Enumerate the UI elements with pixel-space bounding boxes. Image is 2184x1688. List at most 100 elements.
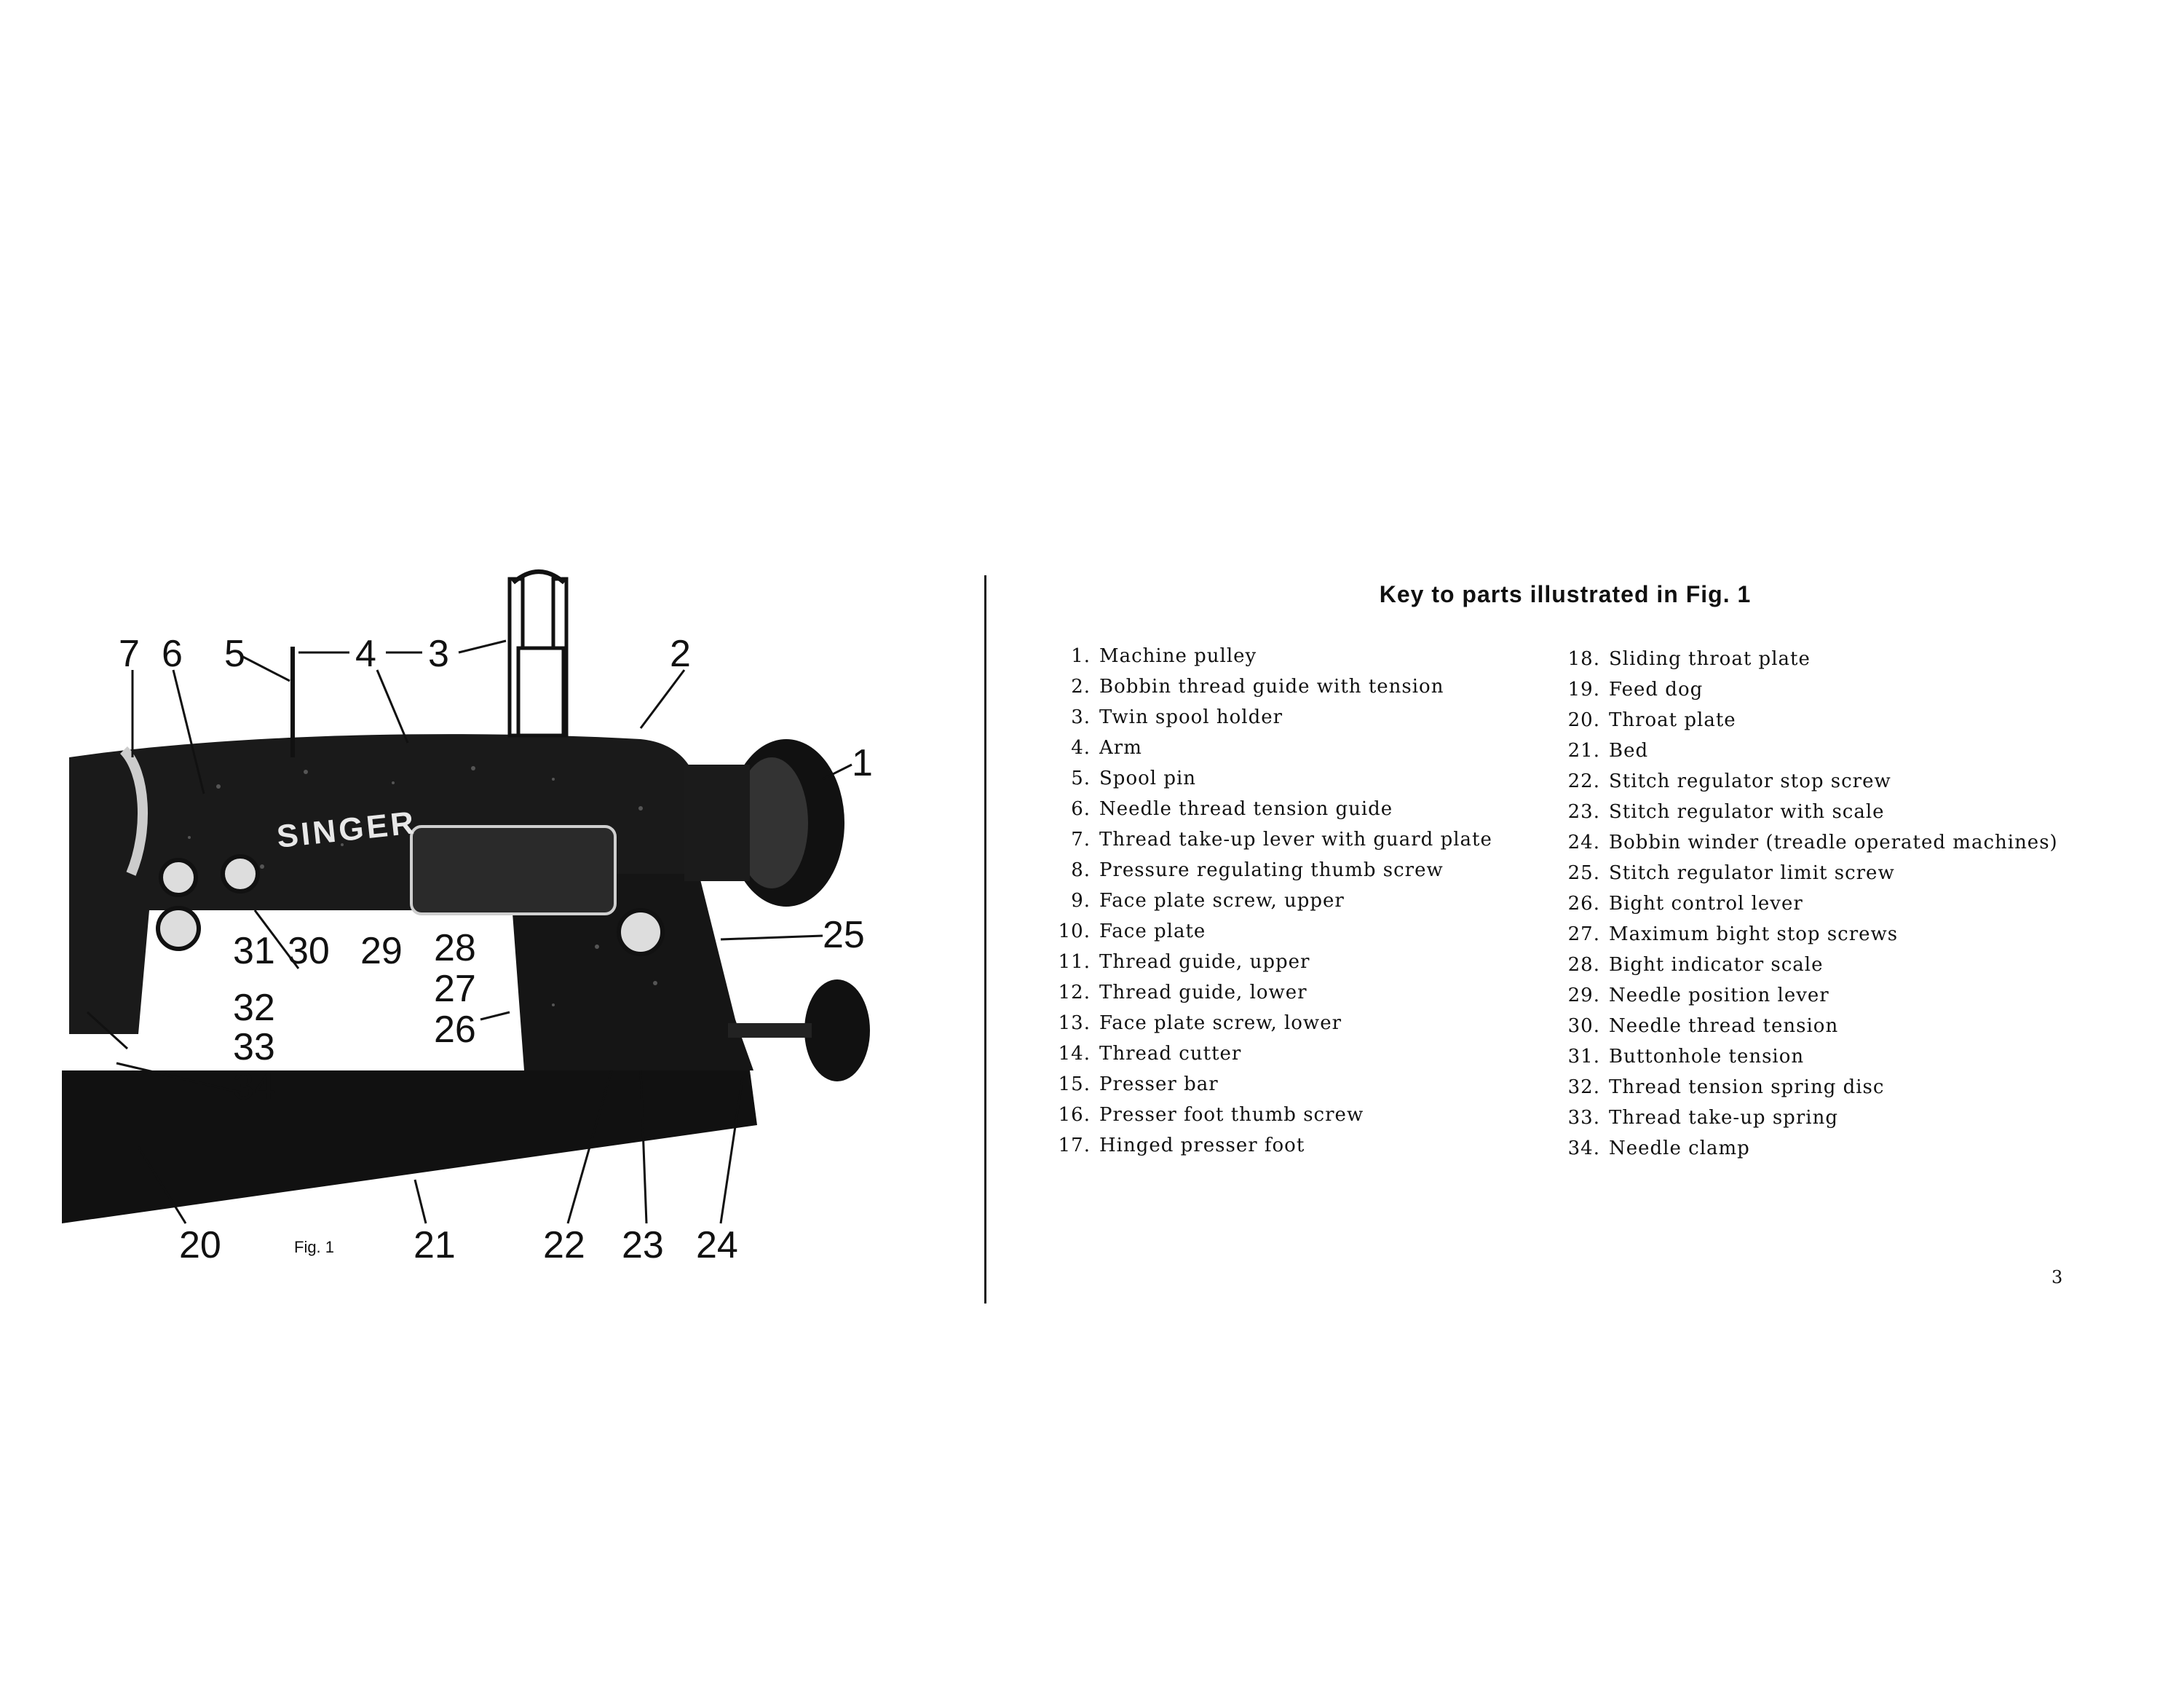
part-list-item: 25.Stitch regulator limit screw [1558, 858, 2053, 888]
part-number: 19. [1558, 674, 1609, 705]
part-label: Bobbin thread guide with tension [1099, 671, 1444, 702]
part-list-item: 28.Bight indicator scale [1558, 950, 2053, 980]
callout-2: 2 [670, 635, 691, 673]
callout-24: 24 [696, 1226, 738, 1264]
part-number: 33. [1558, 1103, 1609, 1133]
part-label: Hinged presser foot [1099, 1130, 1305, 1161]
part-list-item: 14.Thread cutter [1048, 1038, 1485, 1069]
part-list-item: 8.Pressure regulating thumb screw [1048, 855, 1485, 886]
part-number: 24. [1558, 827, 1609, 858]
part-list-item: 26.Bight control lever [1558, 888, 2053, 919]
part-list-item: 30.Needle thread tension [1558, 1011, 2053, 1041]
part-list-item: 10.Face plate [1048, 916, 1485, 947]
part-list-item: 34.Needle clamp [1558, 1133, 2053, 1164]
callout-33: 33 [233, 1028, 275, 1066]
callout-3: 3 [428, 635, 449, 673]
part-label: Bed [1609, 735, 1648, 766]
part-label: Machine pulley [1099, 641, 1257, 671]
part-list-item: 33.Thread take-up spring [1558, 1103, 2053, 1133]
part-list-item: 5.Spool pin [1048, 763, 1485, 794]
part-label: Needle clamp [1609, 1133, 1750, 1164]
part-list-item: 2.Bobbin thread guide with tension [1048, 671, 1485, 702]
part-label: Face plate screw, lower [1099, 1008, 1342, 1038]
key-title: Key to parts illustrated in Fig. 1 [1369, 581, 1762, 608]
part-list-item: 24.Bobbin winder (treadle operated machi… [1558, 827, 2053, 858]
callout-22: 22 [543, 1226, 585, 1264]
part-label: Maximum bight stop screws [1609, 919, 1898, 950]
callout-26: 26 [434, 1011, 476, 1049]
part-number: 17. [1048, 1130, 1099, 1161]
part-label: Stitch regulator stop screw [1609, 766, 1891, 797]
callout-28: 28 [434, 929, 476, 967]
part-number: 12. [1048, 977, 1099, 1008]
part-number: 23. [1558, 797, 1609, 827]
callout-1: 1 [852, 744, 873, 782]
part-label: Thread take-up spring [1609, 1103, 1838, 1133]
part-number: 2. [1048, 671, 1099, 702]
part-number: 30. [1558, 1011, 1609, 1041]
sewing-machine-figure: SINGER 7 6 5 4 3 2 1 25 31 30 29 28 27 2… [0, 0, 968, 1688]
part-label: Bobbin winder (treadle operated machines… [1609, 827, 2058, 858]
callout-29: 29 [360, 932, 403, 970]
part-number: 15. [1048, 1069, 1099, 1100]
part-label: Thread guide, lower [1099, 977, 1307, 1008]
part-number: 4. [1048, 733, 1099, 763]
part-number: 7. [1048, 824, 1099, 855]
callout-25: 25 [823, 916, 865, 954]
part-label: Buttonhole tension [1609, 1041, 1804, 1072]
part-label: Face plate [1099, 916, 1206, 947]
callout-30: 30 [288, 932, 330, 970]
part-number: 32. [1558, 1072, 1609, 1103]
part-list-item: 16.Presser foot thumb screw [1048, 1100, 1485, 1130]
part-number: 3. [1048, 702, 1099, 733]
part-list-item: 32.Thread tension spring disc [1558, 1072, 2053, 1103]
part-label: Thread tension spring disc [1609, 1072, 1884, 1103]
part-label: Stitch regulator limit screw [1609, 858, 1895, 888]
part-list-item: 4.Arm [1048, 733, 1485, 763]
part-number: 20. [1558, 705, 1609, 735]
callout-5: 5 [224, 635, 245, 673]
face-plate [411, 827, 615, 914]
part-label: Stitch regulator with scale [1609, 797, 1885, 827]
part-list-item: 17.Hinged presser foot [1048, 1130, 1485, 1161]
part-number: 29. [1558, 980, 1609, 1011]
part-label: Sliding throat plate [1609, 644, 1811, 674]
part-label: Twin spool holder [1099, 702, 1283, 733]
part-number: 16. [1048, 1100, 1099, 1130]
part-label: Thread cutter [1099, 1038, 1241, 1069]
figure-caption: Fig. 1 [294, 1238, 334, 1257]
part-list-item: 9.Face plate screw, upper [1048, 886, 1485, 916]
part-list-item: 23.Stitch regulator with scale [1558, 797, 2053, 827]
part-list-item: 3.Twin spool holder [1048, 702, 1485, 733]
bobbin-winder-wheel [804, 979, 870, 1081]
part-number: 22. [1558, 766, 1609, 797]
part-number: 5. [1048, 763, 1099, 794]
part-list-item: 1.Machine pulley [1048, 641, 1485, 671]
part-label: Bight control lever [1609, 888, 1803, 919]
part-label: Pressure regulating thumb screw [1099, 855, 1444, 886]
part-number: 26. [1558, 888, 1609, 919]
part-number: 9. [1048, 886, 1099, 916]
part-number: 8. [1048, 855, 1099, 886]
callout-6: 6 [162, 635, 183, 673]
part-list-item: 19.Feed dog [1558, 674, 2053, 705]
part-label: Spool pin [1099, 763, 1196, 794]
part-label: Arm [1099, 733, 1142, 763]
tension-disc-upper [158, 908, 199, 949]
part-label: Feed dog [1609, 674, 1703, 705]
part-list-item: 15.Presser bar [1048, 1069, 1485, 1100]
part-number: 10. [1048, 916, 1099, 947]
part-list-item: 31.Buttonhole tension [1558, 1041, 2053, 1072]
page-binding-line [984, 575, 986, 1304]
part-number: 21. [1558, 735, 1609, 766]
part-list-item: 7.Thread take-up lever with guard plate [1048, 824, 1485, 855]
part-number: 13. [1048, 1008, 1099, 1038]
stitch-regulator-knob [619, 910, 662, 954]
part-label: Needle thread tension [1609, 1011, 1838, 1041]
part-list-item: 22.Stitch regulator stop screw [1558, 766, 2053, 797]
part-list-item: 20.Throat plate [1558, 705, 2053, 735]
callout-4: 4 [355, 635, 376, 673]
sewing-machine-illustration [0, 0, 968, 1688]
